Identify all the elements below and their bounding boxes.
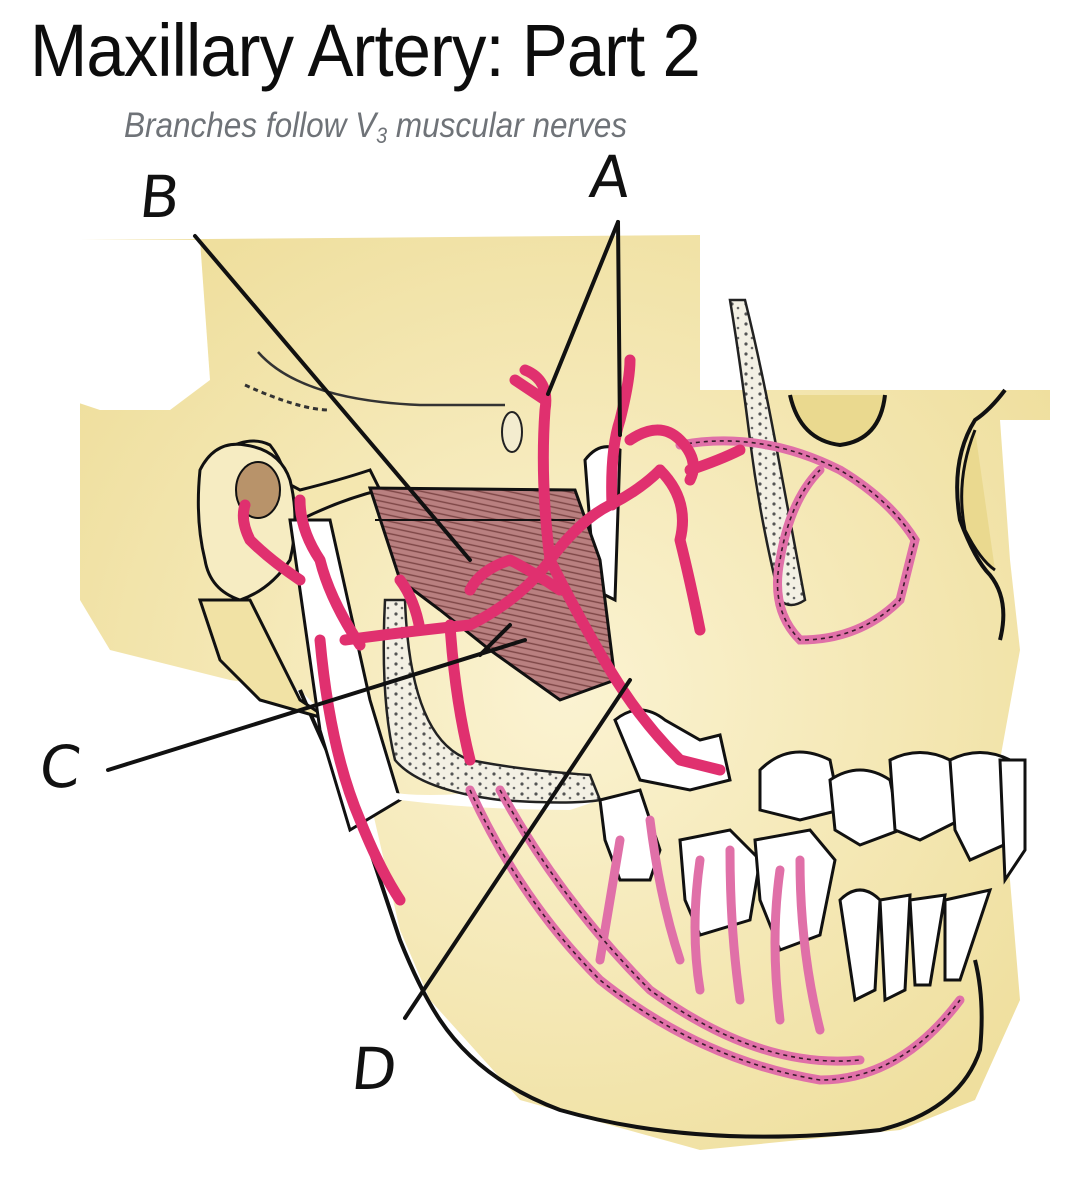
label-b: B <box>136 163 184 231</box>
lateral-pterygoid-muscle <box>367 486 617 702</box>
diagram-title: Maxillary Artery: Part 2 <box>30 9 701 92</box>
label-a: A <box>586 143 634 211</box>
label-d: D <box>348 1035 401 1103</box>
diagram-subtitle: Branches follow V3 muscular nerves <box>124 106 627 148</box>
label-c: C <box>36 733 85 801</box>
leader-lines <box>106 220 632 1020</box>
